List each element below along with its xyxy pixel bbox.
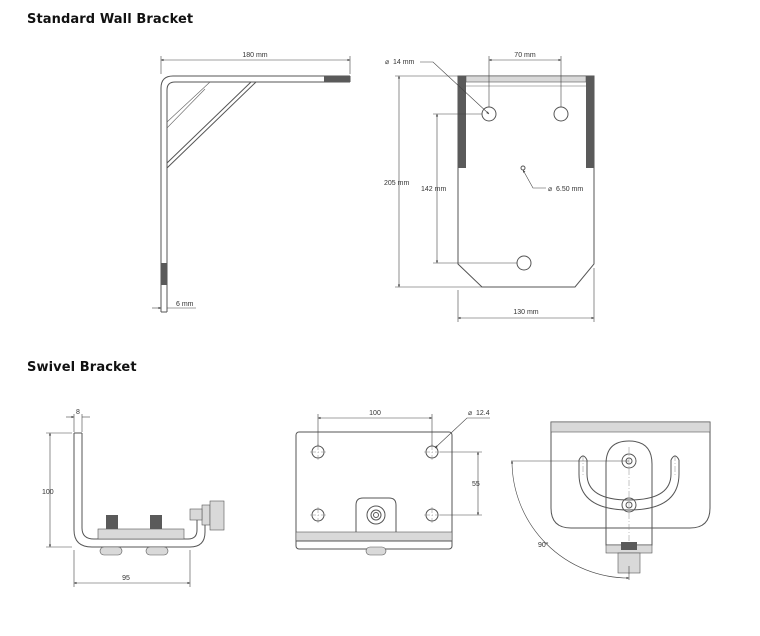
dim-swivel-vertical-label: 55	[472, 481, 480, 488]
swivel-hole-top-left	[310, 444, 326, 460]
dim-swivel-depth-label: 95	[122, 575, 130, 582]
dim-base-width-label: 130 mm	[513, 309, 538, 316]
diameter-symbol: ⌀	[468, 410, 472, 417]
mount-hole-right	[553, 106, 569, 122]
diameter-symbol: ⌀	[548, 186, 552, 193]
swivel-hole-bottom-left	[310, 507, 326, 523]
dim-swivel-angle-label: 90°	[538, 541, 549, 549]
bolt-left	[106, 515, 118, 529]
top-plate-shade	[324, 76, 350, 82]
wall-plate-shade	[161, 263, 167, 285]
swivel-front-view	[295, 414, 490, 556]
dim-hole-dia-label: 14 mm	[393, 59, 415, 66]
left-flange-shade	[458, 76, 466, 168]
swivel-hole-top-right	[424, 444, 440, 460]
diameter-symbol: ⌀	[385, 59, 389, 66]
mount-hole-bottom	[516, 255, 532, 271]
dim-swivel-hole-spacing-label: 100	[369, 410, 381, 417]
standard-side-view	[152, 56, 351, 313]
dim-width-label: 180 mm	[242, 52, 267, 59]
dim-swivel-thickness-label: 8	[76, 409, 80, 416]
standard-front-view	[395, 56, 595, 322]
dim-small-hole-label: 6.50 mm	[556, 186, 583, 193]
dim-hole-spacing-label: 70 mm	[514, 52, 536, 59]
swivel-side-view	[46, 414, 225, 587]
right-flange-shade	[586, 76, 594, 168]
standard-bracket-title: Standard Wall Bracket	[27, 12, 194, 27]
swivel-top-view	[510, 421, 711, 580]
dim-swivel-hole-dia-label: 12.4	[476, 410, 490, 417]
dim-height-label: 205 mm	[384, 180, 409, 187]
small-hole	[520, 165, 526, 171]
pivot-boss	[366, 505, 386, 525]
dim-thickness-label: 6 mm	[176, 301, 194, 308]
swivel-hole-bottom-right	[424, 507, 440, 523]
bolt-right	[150, 515, 162, 529]
swivel-bracket-title: Swivel Bracket	[27, 360, 137, 375]
swivel-nut	[621, 542, 637, 550]
dim-hole-vertical-label: 142 mm	[421, 186, 446, 193]
dim-swivel-height-label: 100	[42, 489, 54, 496]
